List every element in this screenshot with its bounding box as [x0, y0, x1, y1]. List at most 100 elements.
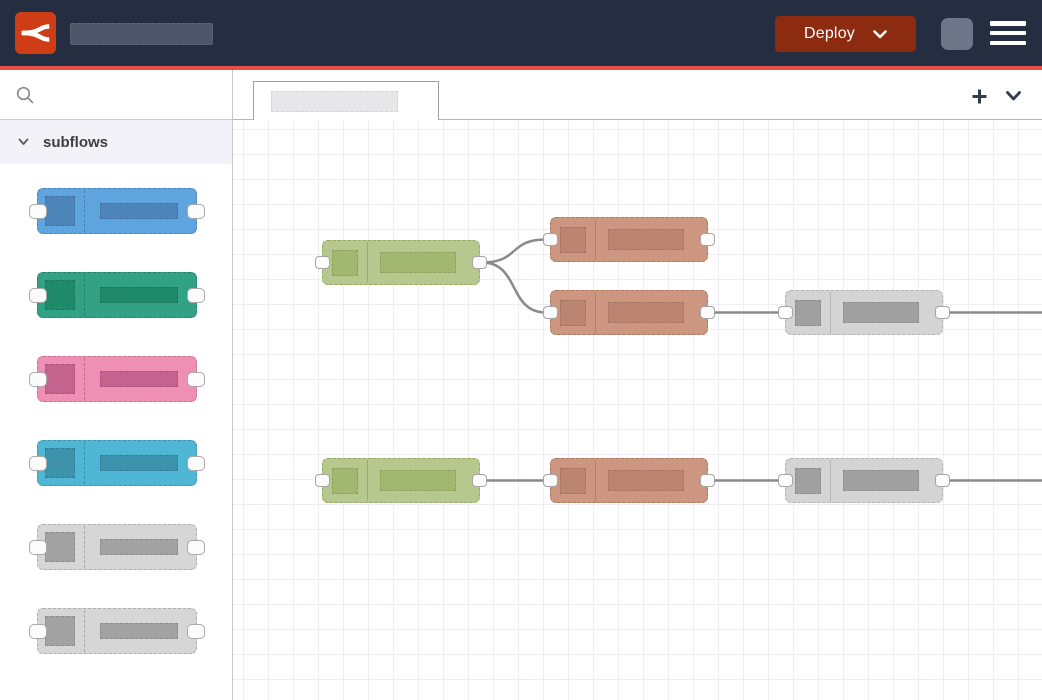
plus-icon [971, 88, 988, 105]
flow-node-orange-3[interactable] [550, 458, 708, 503]
node-separator [84, 190, 85, 232]
node-port-out[interactable] [935, 474, 950, 487]
node-port-out [187, 456, 205, 471]
node-port-in [29, 456, 47, 471]
node-icon [795, 300, 821, 326]
wire[interactable] [482, 240, 546, 263]
deploy-button-label: Deploy [804, 25, 855, 43]
node-port-in [29, 540, 47, 555]
palette-search-box[interactable] [0, 70, 232, 120]
node-label-placeholder [843, 470, 919, 491]
flow-node-orange-1[interactable] [550, 217, 708, 262]
node-icon [560, 300, 586, 326]
node-port-in[interactable] [543, 233, 558, 246]
subflow-template-green[interactable] [37, 272, 197, 318]
node-icon [560, 227, 586, 253]
flow-node-green-1[interactable] [322, 240, 480, 285]
app-header: Deploy [0, 0, 1042, 66]
palette-sidebar: subflows [0, 70, 233, 700]
user-avatar[interactable] [941, 18, 973, 50]
node-port-out[interactable] [472, 256, 487, 269]
flow-list-button[interactable] [1000, 83, 1026, 109]
chevron-down-icon [18, 138, 29, 146]
node-label-placeholder [608, 470, 684, 491]
node-port-in [29, 204, 47, 219]
subflow-template-pink[interactable] [37, 356, 197, 402]
node-separator [367, 242, 368, 283]
node-port-out [187, 372, 205, 387]
deploy-chevron-down-icon[interactable] [873, 30, 887, 39]
node-label-placeholder [100, 371, 178, 387]
node-port-out[interactable] [472, 474, 487, 487]
node-label-placeholder [843, 302, 919, 323]
node-icon [560, 468, 586, 494]
node-separator [84, 274, 85, 316]
node-separator [830, 460, 831, 501]
node-port-in[interactable] [543, 474, 558, 487]
node-port-out[interactable] [700, 233, 715, 246]
workspace-tab-bar [233, 70, 1042, 120]
node-port-in[interactable] [315, 474, 330, 487]
node-label-placeholder [608, 302, 684, 323]
wire[interactable] [482, 263, 546, 313]
node-separator [84, 358, 85, 400]
node-port-out [187, 540, 205, 555]
palette-node-list [0, 164, 232, 700]
add-flow-button[interactable] [966, 83, 992, 109]
editor-canvas [233, 70, 1042, 700]
flow-node-orange-2[interactable] [550, 290, 708, 335]
node-separator [595, 292, 596, 333]
node-label-placeholder [380, 252, 456, 273]
node-icon [45, 364, 75, 394]
deploy-button[interactable]: Deploy [775, 16, 916, 52]
node-label-placeholder [100, 203, 178, 219]
flow-node-gray-1[interactable] [785, 290, 943, 335]
wire-layer [233, 120, 1042, 700]
node-separator [367, 460, 368, 501]
subflow-template-blue[interactable] [37, 188, 197, 234]
node-port-out [187, 204, 205, 219]
flow-workspace[interactable] [233, 120, 1042, 700]
workspace-tab[interactable] [253, 81, 439, 120]
subflow-template-cyan[interactable] [37, 440, 197, 486]
node-label-placeholder [100, 287, 178, 303]
node-separator [830, 292, 831, 333]
node-port-out[interactable] [700, 306, 715, 319]
node-label-placeholder [100, 623, 178, 639]
node-icon [332, 250, 358, 276]
node-separator [84, 526, 85, 568]
flow-node-green-2[interactable] [322, 458, 480, 503]
node-port-in[interactable] [315, 256, 330, 269]
node-port-out [187, 288, 205, 303]
node-label-placeholder [100, 539, 178, 555]
subflow-template-gray-1[interactable] [37, 524, 197, 570]
node-label-placeholder [380, 470, 456, 491]
node-icon [45, 196, 75, 226]
node-icon [45, 448, 75, 478]
flow-node-gray-2[interactable] [785, 458, 943, 503]
node-icon [45, 616, 75, 646]
hamburger-icon [990, 21, 1026, 26]
node-icon [332, 468, 358, 494]
chevron-down-icon [1006, 91, 1021, 101]
node-port-out[interactable] [700, 474, 715, 487]
node-port-in[interactable] [543, 306, 558, 319]
node-icon [795, 468, 821, 494]
node-port-out[interactable] [935, 306, 950, 319]
node-port-in[interactable] [778, 474, 793, 487]
node-port-in[interactable] [778, 306, 793, 319]
palette-category-label: subflows [43, 134, 108, 151]
node-separator [84, 442, 85, 484]
node-separator [595, 219, 596, 260]
node-red-logo-icon [15, 12, 56, 54]
tab-label-placeholder [271, 91, 398, 112]
palette-category-subflows[interactable]: subflows [0, 120, 232, 164]
app-title-placeholder [70, 23, 213, 45]
node-port-out [187, 624, 205, 639]
node-icon [45, 280, 75, 310]
subflow-template-gray-2[interactable] [37, 608, 197, 654]
main-menu-button[interactable] [990, 21, 1026, 45]
node-port-in [29, 288, 47, 303]
node-port-in [29, 624, 47, 639]
node-label-placeholder [608, 229, 684, 250]
